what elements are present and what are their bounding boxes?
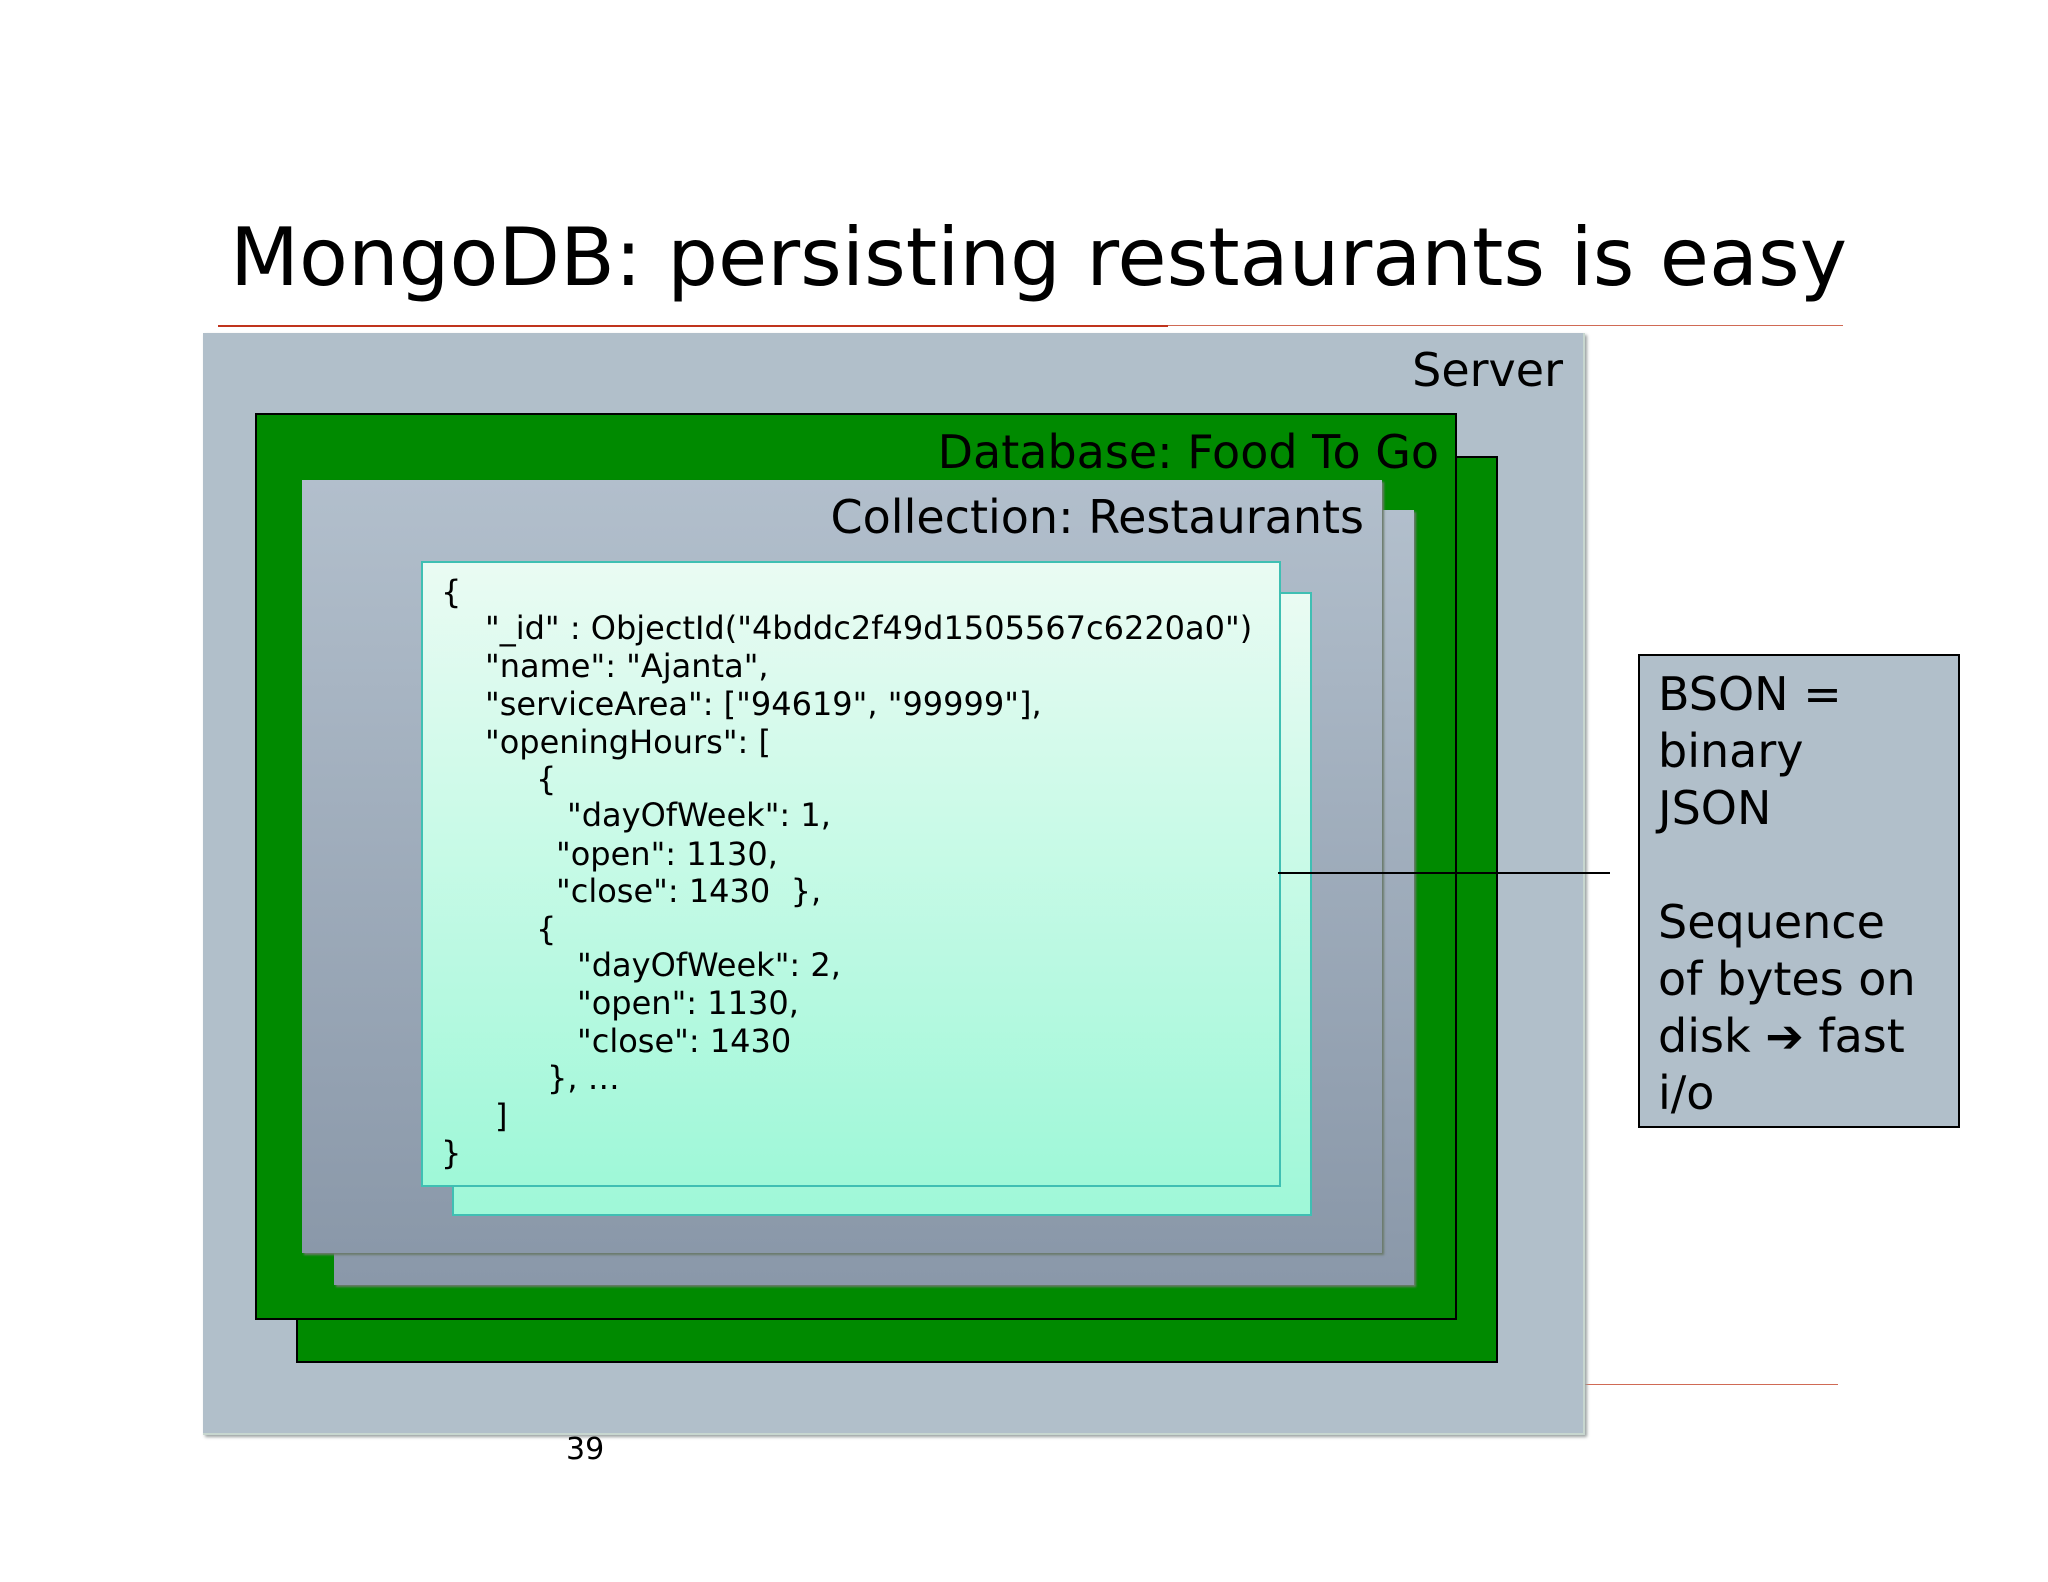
page-number: 39 [566, 1432, 605, 1467]
bottom-rule [1583, 1384, 1838, 1385]
code-line: "_id" : ObjectId("4bddc2f49d1505567c6220… [485, 609, 1253, 647]
code-line: "dayOfWeek": 1, [567, 796, 831, 834]
slide-title: MongoDB: persisting restaurants is easy [230, 211, 1848, 304]
code-line: }, … [547, 1059, 620, 1097]
title-rule-right [1168, 325, 1843, 326]
code-line: "openingHours": [ [485, 723, 771, 761]
collection-label: Collection: Restaurants [830, 490, 1364, 544]
code-line: "open": 1130, [577, 984, 799, 1022]
code-line: "close": 1430 [577, 1022, 792, 1060]
code-line: "open": 1130, [556, 835, 778, 873]
note-line: BSON = [1658, 667, 1842, 721]
note-line: disk ➔ fast [1658, 1009, 1905, 1063]
note-line: Sequence [1658, 895, 1885, 949]
code-line: "serviceArea": ["94619", "99999"], [485, 685, 1042, 723]
code-line: { [441, 573, 462, 611]
code-line: "dayOfWeek": 2, [577, 946, 841, 984]
title-rule-left [218, 325, 1168, 327]
code-line: } [441, 1134, 462, 1172]
bson-note-box: BSON = binary JSON Sequence of bytes on … [1638, 654, 1960, 1128]
note-line: JSON [1658, 781, 1772, 835]
code-line: { [536, 760, 557, 798]
server-label: Server [1412, 343, 1563, 397]
note-line: of bytes on [1658, 952, 1916, 1006]
code-line: "close": 1430 }, [556, 872, 822, 910]
database-label: Database: Food To Go [937, 425, 1439, 479]
document-card: { "_id" : ObjectId("4bddc2f49d1505567c62… [421, 561, 1281, 1187]
code-line: ] [495, 1097, 508, 1135]
connector-line [1278, 872, 1610, 874]
note-line: binary [1658, 724, 1804, 778]
code-line: { [536, 910, 557, 948]
note-line: i/o [1658, 1066, 1715, 1120]
code-line: "name": "Ajanta", [485, 647, 769, 685]
